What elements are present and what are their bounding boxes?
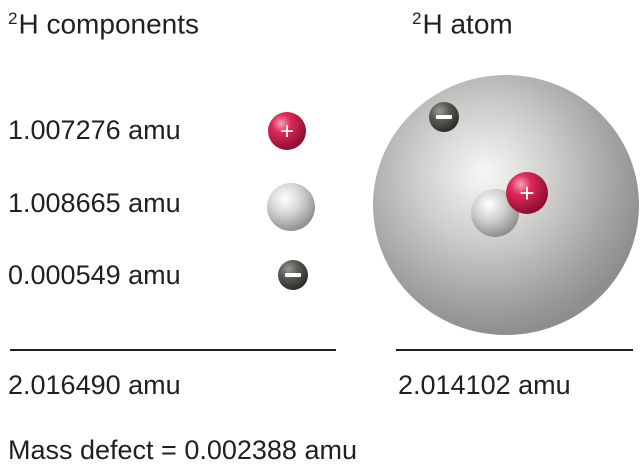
components-title: 2H components: [8, 10, 199, 38]
proton-icon: +: [268, 112, 306, 150]
neutron-icon: [267, 183, 315, 231]
deuterium-atom-illustration: +: [373, 75, 639, 335]
components-sum-line: [10, 349, 336, 351]
electron-icon: [278, 260, 308, 290]
nucleus-proton: +: [506, 172, 548, 214]
atom-total: 2.014102 amu: [398, 370, 571, 400]
proton-symbol: +: [280, 118, 294, 145]
atom-title-superscript: 2: [412, 9, 422, 28]
components-total: 2.016490 amu: [8, 370, 181, 400]
atom-electron: [429, 102, 459, 132]
atom-title: 2H atom: [412, 10, 513, 38]
electron-mass-label: 0.000549 amu: [8, 260, 181, 290]
atom-proton-symbol: +: [519, 178, 534, 208]
atom-title-text: H atom: [422, 8, 513, 40]
atom-sum-line: [396, 349, 633, 351]
neutron-mass-label: 1.008665 amu: [8, 188, 181, 218]
components-title-superscript: 2: [8, 9, 18, 28]
components-title-text: H components: [18, 8, 200, 40]
nucleus-neutron: [471, 189, 519, 237]
mass-defect-label: Mass defect = 0.002388 amu: [8, 435, 357, 465]
proton-mass-label: 1.007276 amu: [8, 115, 181, 145]
